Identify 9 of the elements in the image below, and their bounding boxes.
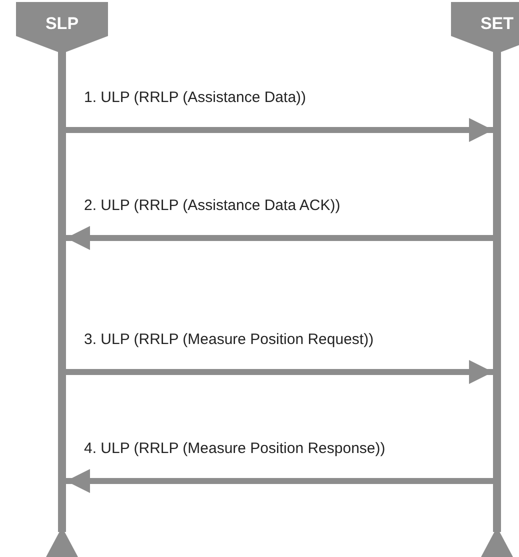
edge-label: 3. ULP (RRLP (Measure Position Request)) xyxy=(84,331,374,348)
message-arrow xyxy=(66,360,493,384)
message-arrow xyxy=(66,118,493,142)
edge-label: 1. ULP (RRLP (Assistance Data)) xyxy=(84,89,306,106)
message-arrow xyxy=(66,469,493,493)
edge-label: 2. ULP (RRLP (Assistance Data ACK)) xyxy=(84,197,340,214)
message-arrow xyxy=(66,226,493,250)
participant-lifeline: SET xyxy=(451,2,519,557)
edge-label: 4. ULP (RRLP (Measure Position Response)) xyxy=(84,440,386,457)
